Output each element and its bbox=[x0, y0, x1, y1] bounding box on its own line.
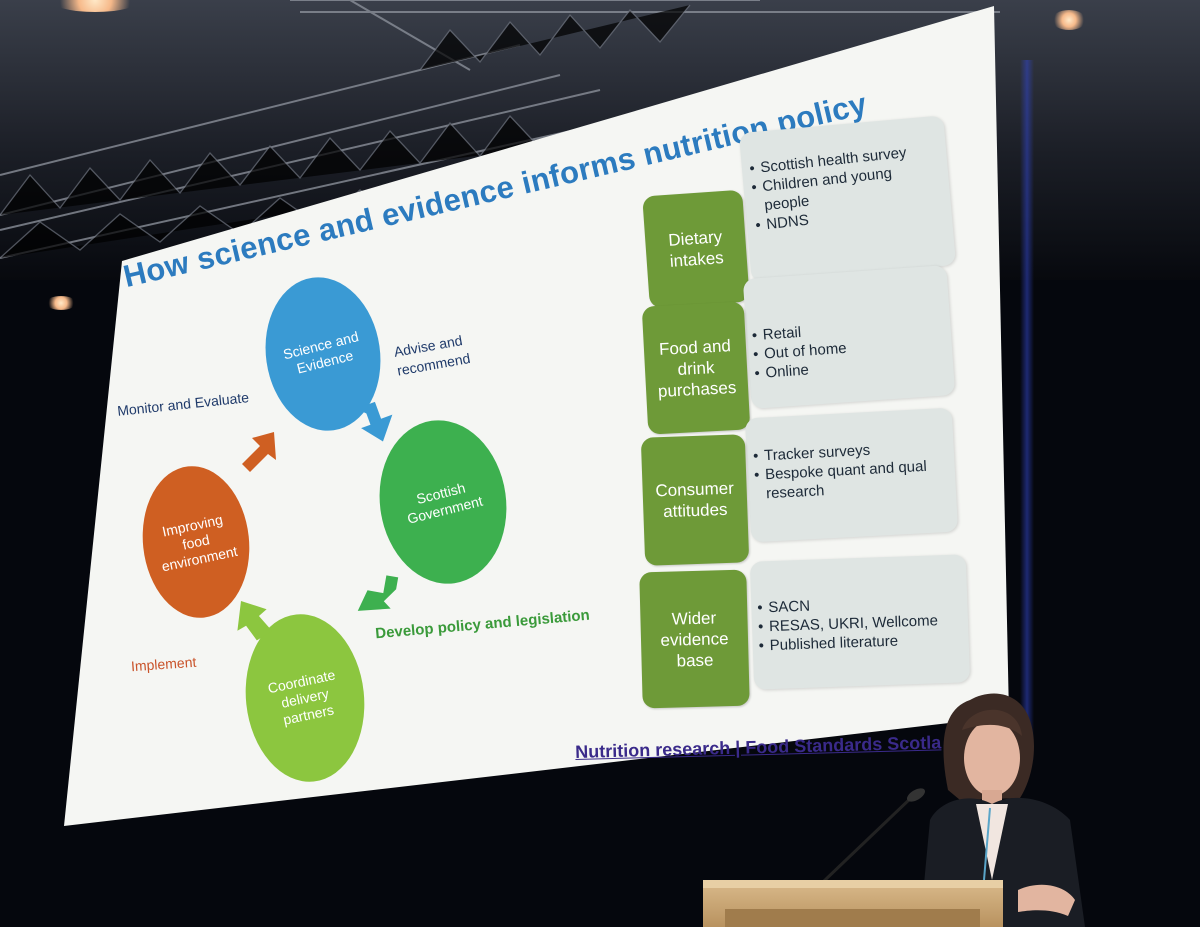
spotlight bbox=[46, 296, 76, 310]
evidence-category-label: Dietary intakes bbox=[667, 227, 725, 271]
evidence-category-label: Wider evidence base bbox=[660, 607, 729, 670]
arrow-up-right-icon bbox=[242, 432, 276, 472]
cycle-node-label: Coordinate delivery partners bbox=[266, 665, 337, 728]
microphone-icon bbox=[822, 788, 926, 883]
cycle-node-label: Science and Evidence bbox=[281, 328, 361, 377]
arrow-down-right-icon bbox=[358, 401, 393, 442]
stage-blue-light bbox=[1020, 60, 1034, 760]
arrow-up-left-icon bbox=[237, 600, 272, 641]
spotlight bbox=[1052, 10, 1086, 30]
lectern-front bbox=[725, 909, 980, 927]
cycle-node-label: Improving food environment bbox=[160, 510, 239, 574]
presenter bbox=[920, 693, 1085, 927]
evidence-category-label: Consumer attitudes bbox=[655, 478, 735, 522]
ceiling-light bbox=[50, 0, 140, 12]
evidence-category: Food and drink purchases bbox=[641, 301, 751, 435]
cycle-node-label: Scottish Government bbox=[405, 479, 485, 527]
evidence-category: Wider evidence base bbox=[639, 569, 750, 709]
evidence-category-label: Food and drink purchases bbox=[657, 335, 737, 401]
lectern-top bbox=[703, 880, 1003, 888]
evidence-category: Consumer attitudes bbox=[640, 434, 750, 566]
evidence-items-list: Tracker surveys Bespoke quant and qual r… bbox=[753, 437, 942, 504]
evidence-category: Dietary intakes bbox=[642, 189, 750, 309]
arrow-down-left-icon bbox=[357, 575, 399, 611]
evidence-items-list: SACN RESAS, UKRI, Wellcome Published lit… bbox=[757, 592, 959, 656]
